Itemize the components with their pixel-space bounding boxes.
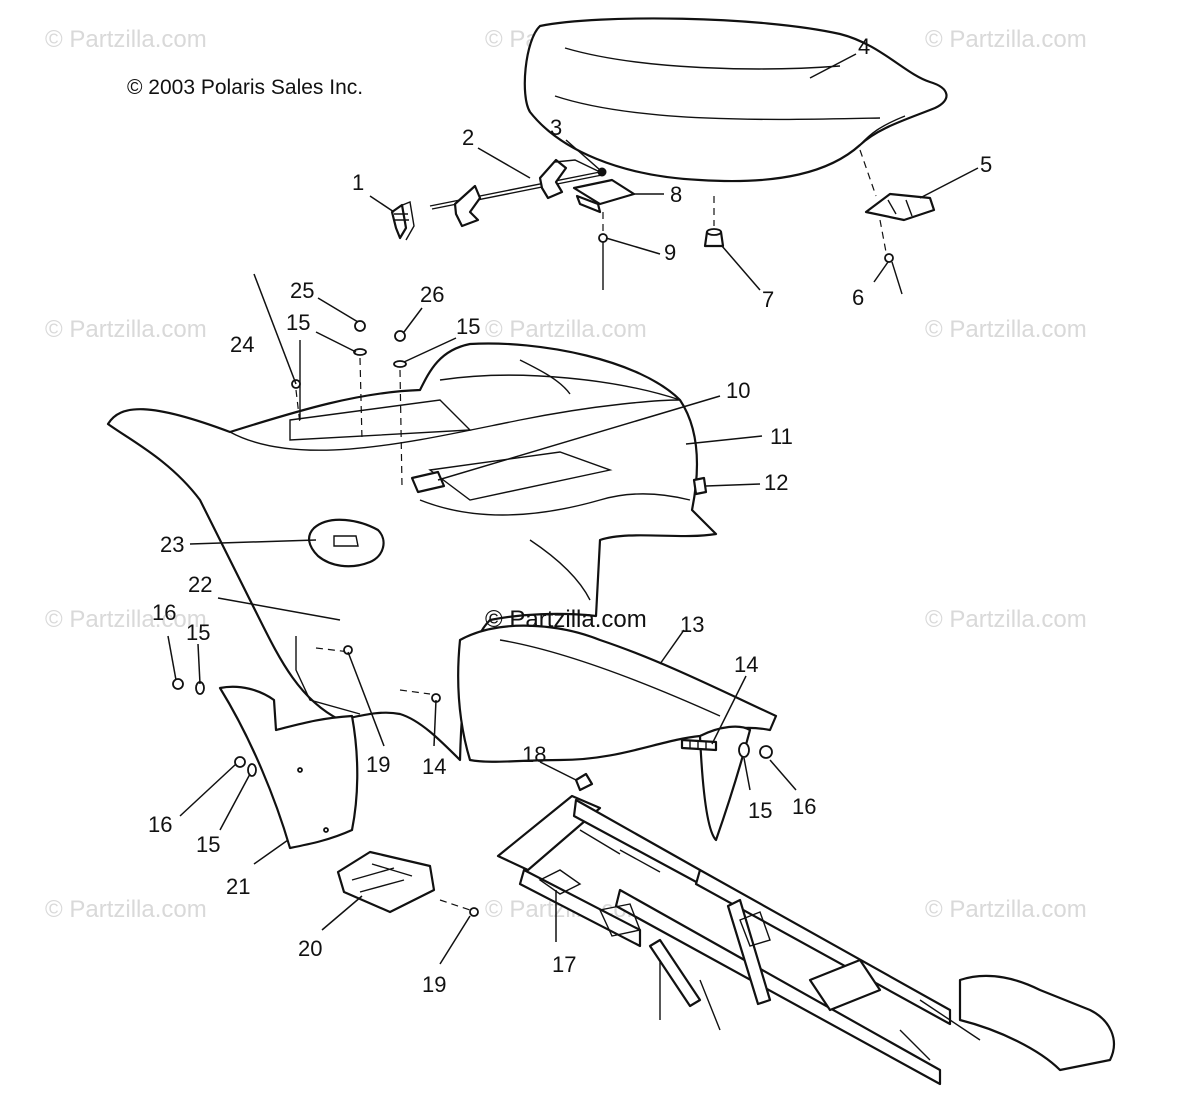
callout-15c: 15	[186, 620, 210, 645]
callout-2: 2	[462, 125, 474, 150]
top-hardware	[291, 320, 407, 487]
callout-14: 14	[734, 652, 758, 677]
callout-labels: 1 2 3 4 5 6 7 8 9 10 11 12 13 14 14 15 1…	[148, 34, 992, 997]
fender-clip-part	[692, 476, 708, 496]
callout-9: 9	[664, 240, 676, 265]
frame-part	[496, 794, 1115, 1086]
callout-11: 11	[770, 424, 793, 449]
watermark: © Partzilla.com	[485, 316, 647, 343]
callout-6: 6	[852, 285, 864, 310]
callout-4: 4	[858, 34, 870, 59]
callout-1: 1	[352, 170, 364, 195]
callout-15: 15	[286, 310, 310, 335]
watermark: © Partzilla.com	[925, 896, 1087, 923]
callout-12: 12	[764, 470, 788, 495]
mid-hardware	[172, 645, 479, 917]
callout-7: 7	[762, 287, 774, 312]
fender-extension-part	[457, 624, 778, 842]
frame-grommet-part	[574, 772, 594, 792]
callout-19b: 19	[422, 972, 446, 997]
right-hardware	[680, 738, 773, 759]
screw-part	[598, 212, 608, 290]
callout-16c: 16	[792, 794, 816, 819]
center-watermark: © Partzilla.com	[485, 606, 647, 633]
watermark: © Partzilla.com	[45, 606, 207, 633]
callout-25: 25	[290, 278, 314, 303]
grommet-part	[703, 196, 725, 248]
callout-26: 26	[420, 282, 444, 307]
cap-plate-part	[308, 518, 385, 568]
footrest-part	[336, 850, 436, 914]
mud-flap-part	[218, 685, 359, 850]
callout-5: 5	[980, 152, 992, 177]
leader-lines	[167, 53, 979, 965]
callout-14b: 14	[422, 754, 446, 779]
decal-part	[410, 470, 446, 494]
watermark: © Partzilla.com	[45, 26, 207, 53]
callout-20: 20	[298, 936, 322, 961]
callout-22: 22	[188, 572, 212, 597]
watermark: © Partzilla.com	[925, 316, 1087, 343]
callout-13: 13	[680, 612, 704, 637]
latch-rod-part	[429, 158, 603, 228]
callout-3: 3	[550, 115, 562, 140]
callout-19: 19	[366, 752, 390, 777]
watermark: © Partzilla.com	[45, 896, 207, 923]
callout-16b: 16	[148, 812, 172, 837]
seat-bracket-part	[859, 149, 936, 222]
callout-21: 21	[226, 874, 250, 899]
callout-23: 23	[160, 532, 184, 557]
spring-clip-part	[390, 201, 415, 241]
watermark: © Partzilla.com	[45, 316, 207, 343]
copyright-notice: © 2003 Polaris Sales Inc.	[127, 76, 364, 99]
rear-fender-part	[106, 340, 718, 762]
callout-17: 17	[552, 952, 576, 977]
callout-15e: 15	[748, 798, 772, 823]
push-pin-part	[879, 219, 903, 295]
watermark: © Partzilla.com	[925, 606, 1087, 633]
watermark: © Partzilla.com	[925, 26, 1087, 53]
callout-18: 18	[522, 742, 546, 767]
callout-24: 24	[230, 332, 254, 357]
seat-part	[523, 17, 948, 183]
callout-15d: 15	[196, 832, 220, 857]
callout-8: 8	[670, 182, 682, 207]
callout-10: 10	[726, 378, 750, 403]
callout-15b: 15	[456, 314, 480, 339]
callout-16: 16	[152, 600, 176, 625]
